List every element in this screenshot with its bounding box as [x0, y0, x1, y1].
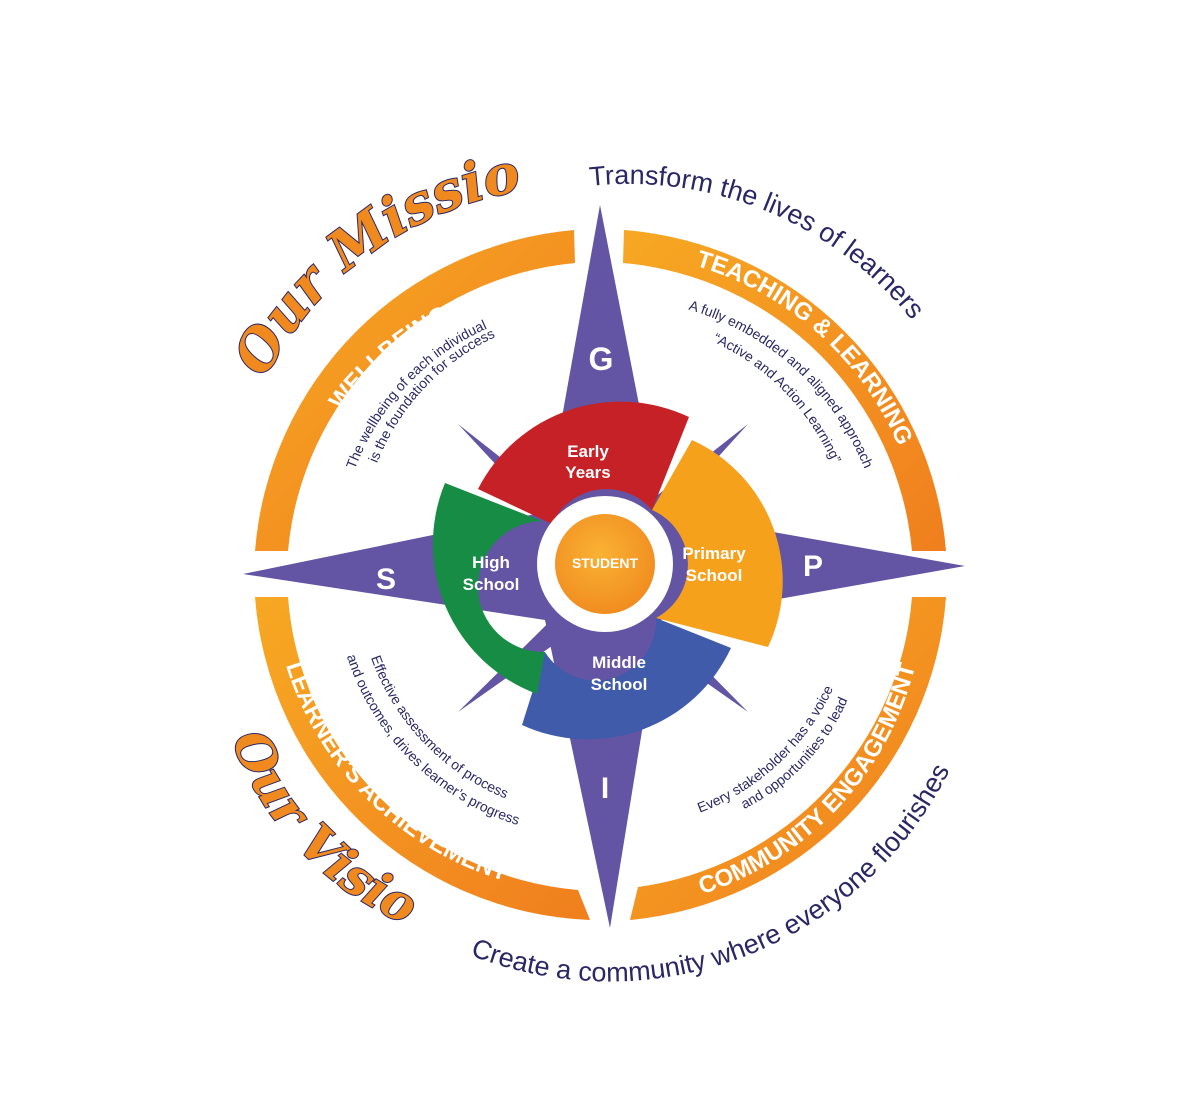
student-label: STUDENT — [572, 555, 639, 571]
high-school-line2: School — [463, 575, 520, 594]
achievement-ring-segment — [255, 597, 590, 920]
outer-ring — [255, 230, 946, 920]
primary-school-line1: Primary — [682, 544, 746, 563]
primary-school-line2: School — [686, 566, 743, 585]
community-ring-segment — [630, 597, 946, 920]
compass-north-letter: G — [589, 341, 614, 377]
primary-school-segment — [652, 440, 783, 647]
high-school-segment — [432, 483, 545, 694]
early-years-line2: Years — [565, 463, 610, 482]
compass-south-letter: I — [601, 772, 609, 805]
stage-wheel — [432, 401, 783, 740]
early-years-segment — [478, 401, 689, 524]
middle-school-segment — [522, 618, 731, 740]
middle-school-line2: School — [591, 675, 648, 694]
early-years-line1: Early — [567, 442, 609, 461]
student-core — [555, 514, 655, 614]
wellbeing-ring-segment — [255, 230, 575, 551]
teaching-ring-segment — [623, 230, 946, 551]
middle-school-line1: Middle — [592, 653, 646, 672]
high-school-line1: High — [472, 553, 510, 572]
compass-east-letter: P — [803, 550, 823, 583]
compass-west-letter: S — [376, 563, 396, 596]
